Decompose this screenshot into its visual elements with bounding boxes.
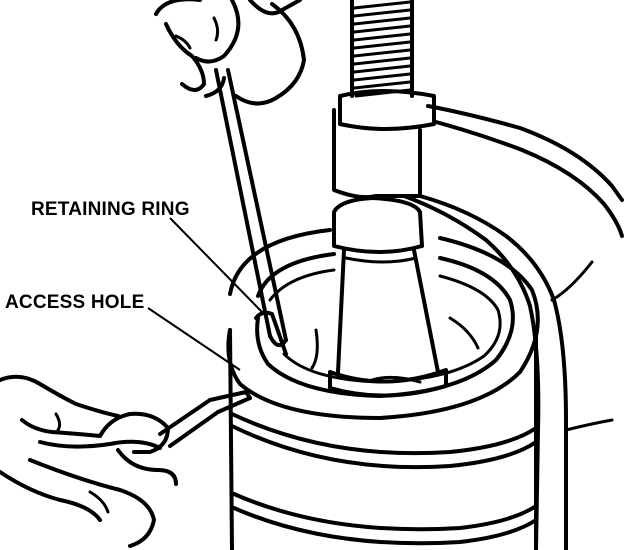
press-screw: [338, 0, 436, 131]
retaining-ring-label: RETAINING RING: [31, 199, 190, 220]
press-frame: [332, 104, 624, 550]
lower-hand: [0, 374, 252, 548]
housing: [226, 228, 540, 550]
retaining-ring-leader: [169, 217, 263, 313]
press-adapter: [328, 196, 448, 398]
access-hole-leader: [147, 307, 241, 371]
access-hole-label: ACCESS HOLE: [5, 292, 145, 313]
leader-lines: [147, 217, 263, 371]
pick-tool: [214, 68, 288, 348]
